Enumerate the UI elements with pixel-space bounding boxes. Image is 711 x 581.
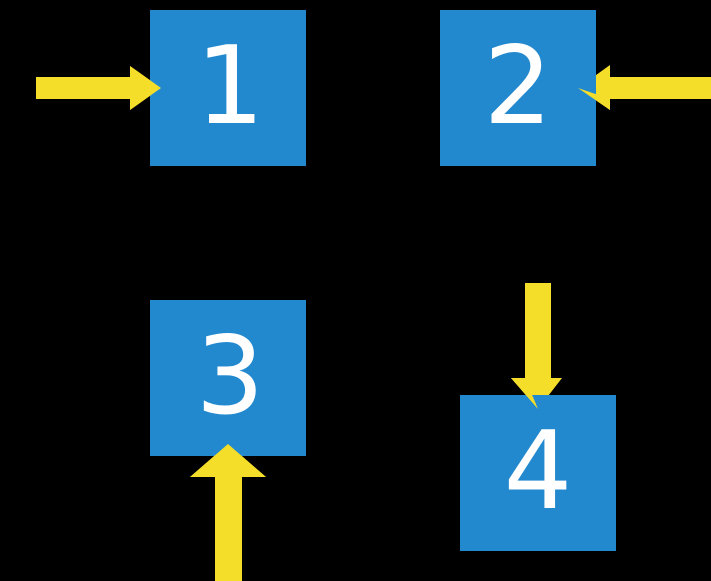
box-3[interactable]: 3 xyxy=(150,300,306,456)
arrow-into-box-3-tip xyxy=(190,444,266,477)
box-3-label: 3 xyxy=(196,314,265,439)
box-2-label: 2 xyxy=(484,24,553,149)
arrow-into-box-2-tip xyxy=(578,88,610,110)
box-4-rect[interactable] xyxy=(460,395,616,551)
box-4[interactable]: 4 xyxy=(460,395,616,551)
box-3-rect[interactable] xyxy=(150,300,306,456)
arrow-into-box-1-shape xyxy=(36,66,161,110)
box-1-label: 1 xyxy=(196,24,265,149)
arrow-into-box-1-tip xyxy=(130,66,161,110)
box-4-label: 4 xyxy=(504,409,573,534)
arrow-into-box-4-shape xyxy=(511,283,562,409)
arrow-into-box-4-tip xyxy=(511,378,538,409)
box-1-rect[interactable] xyxy=(150,10,306,166)
arrow-into-box-3-shape xyxy=(190,444,266,581)
box-1[interactable]: 1 xyxy=(150,10,306,166)
box-2[interactable]: 2 xyxy=(440,10,596,166)
box-2-rect[interactable] xyxy=(440,10,596,166)
arrow-into-box-2-shape xyxy=(578,65,711,110)
